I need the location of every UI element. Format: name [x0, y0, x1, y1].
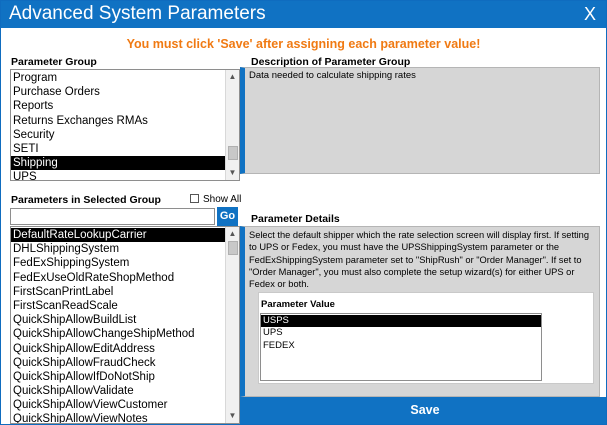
- parameter-item[interactable]: QuickShipAllowViewNotes: [13, 413, 148, 424]
- checkbox-icon[interactable]: [190, 194, 199, 203]
- parameter-group-scrollbar[interactable]: ▲ ▼: [225, 70, 239, 180]
- parameter-item[interactable]: QuickShipAllowChangeShipMethod: [13, 328, 195, 341]
- parameter-item[interactable]: DefaultRateLookupCarrier: [11, 228, 239, 243]
- save-bar: Save: [240, 397, 606, 424]
- parameter-value-label: Parameter Value: [261, 299, 335, 310]
- parameter-item[interactable]: FedExShippingSystem: [13, 257, 130, 270]
- parameter-item[interactable]: FirstScanReadScale: [13, 299, 118, 312]
- parameter-group-item[interactable]: Reports: [13, 100, 54, 113]
- parameter-details-text: Select the default shipper which the rat…: [249, 230, 590, 290]
- parameter-item[interactable]: FedExUseOldRateShopMethod: [13, 271, 175, 284]
- show-all-label: Show All: [203, 194, 242, 205]
- parameter-item[interactable]: QuickShipAllowIfDoNotShip: [13, 370, 155, 383]
- save-button[interactable]: Save: [410, 403, 440, 417]
- scroll-down-icon[interactable]: ▼: [228, 411, 237, 420]
- parameter-group-item[interactable]: UPS: [13, 171, 37, 181]
- parameter-value-option[interactable]: UPS: [263, 327, 283, 339]
- parameter-value-option[interactable]: USPS: [261, 315, 541, 328]
- parameter-group-item[interactable]: Program: [13, 72, 58, 84]
- parameter-value-option[interactable]: FEDEX: [263, 339, 295, 351]
- parameters-scrollbar[interactable]: ▲ ▼: [225, 227, 239, 423]
- description-label: Description of Parameter Group: [251, 56, 411, 68]
- show-all-checkbox[interactable]: Show All: [190, 194, 241, 205]
- close-icon[interactable]: X: [583, 4, 596, 24]
- go-button[interactable]: Go: [217, 207, 238, 226]
- scroll-thumb[interactable]: [228, 241, 238, 255]
- parameter-group-item[interactable]: Security: [13, 128, 55, 141]
- parameter-group-item[interactable]: Purchase Orders: [13, 86, 100, 99]
- parameter-item[interactable]: QuickShipAllowBuildList: [13, 314, 137, 327]
- parameter-group-item[interactable]: SETI: [13, 142, 39, 155]
- parameter-item[interactable]: FirstScanPrintLabel: [13, 285, 114, 298]
- window-title: Advanced System Parameters: [9, 3, 266, 24]
- parameter-item[interactable]: QuickShipAllowViewCustomer: [13, 399, 168, 412]
- parameter-group-item[interactable]: Returns Exchanges RMAs: [13, 114, 148, 127]
- parameter-item[interactable]: DHLShippingSystem: [13, 243, 120, 256]
- scroll-up-icon[interactable]: ▲: [228, 229, 237, 238]
- title-bar: Advanced System Parameters X: [1, 1, 606, 28]
- scroll-up-icon[interactable]: ▲: [228, 72, 237, 81]
- scroll-down-icon[interactable]: ▼: [228, 168, 237, 177]
- parameter-item[interactable]: QuickShipAllowEditAddress: [13, 342, 155, 355]
- scroll-thumb[interactable]: [228, 146, 238, 160]
- description-text: Data needed to calculate shipping rates: [249, 70, 416, 81]
- parameter-item[interactable]: QuickShipAllowValidate: [13, 385, 134, 398]
- parameter-item[interactable]: QuickShipAllowFraudCheck: [13, 356, 156, 369]
- save-warning: You must click 'Save' after assigning ea…: [126, 37, 481, 51]
- parameter-search-input[interactable]: [10, 208, 215, 225]
- parameter-group-item[interactable]: Shipping: [11, 156, 239, 171]
- description-panel: Data needed to calculate shipping rates: [240, 67, 600, 174]
- parameter-group-label: Parameter Group: [11, 56, 97, 68]
- parameter-details-label: Parameter Details: [251, 213, 340, 225]
- parameters-label: Parameters in Selected Group: [11, 194, 161, 206]
